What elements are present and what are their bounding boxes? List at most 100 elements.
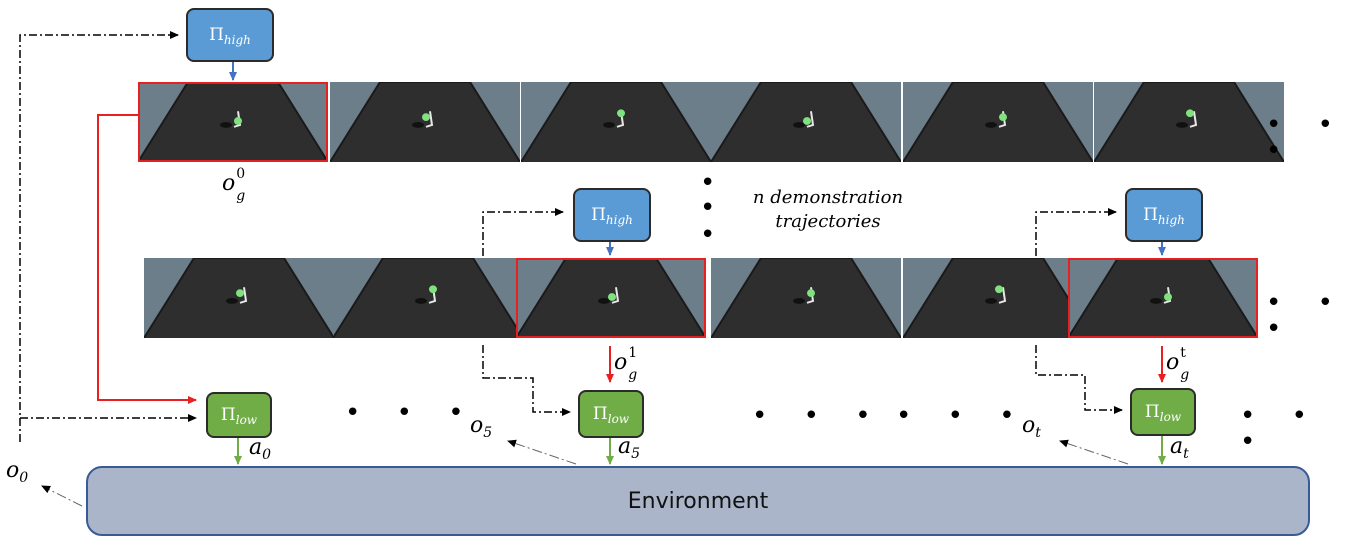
pi-symbol: Π bbox=[592, 404, 608, 424]
label-base: o bbox=[1166, 350, 1180, 375]
environment-label: Environment bbox=[627, 488, 769, 514]
obs-label-t: ot bbox=[1022, 413, 1041, 441]
vertical-dot-1: • bbox=[700, 168, 730, 198]
target-ball bbox=[1186, 109, 1194, 118]
target-ball bbox=[617, 109, 625, 118]
sim-frame bbox=[516, 258, 706, 338]
robot-arm bbox=[611, 287, 620, 304]
label-base: o bbox=[1022, 413, 1036, 438]
arm-shadow bbox=[985, 298, 997, 304]
frame-floor bbox=[138, 82, 328, 162]
arm-shadow bbox=[598, 298, 610, 304]
pi-symbol: Π bbox=[1144, 402, 1160, 422]
robot-arm bbox=[998, 287, 1007, 304]
frame-floor-edge bbox=[144, 258, 334, 338]
goal-arrow-0 bbox=[97, 114, 197, 404]
action-label-0: a0 bbox=[249, 437, 271, 463]
sim-frame bbox=[1068, 258, 1258, 338]
ellipsis-bottom-row: • • • bbox=[1266, 288, 1347, 344]
frame-floor-edge bbox=[711, 82, 901, 162]
label-sub: g bbox=[1180, 367, 1190, 383]
target-ball bbox=[429, 285, 437, 294]
label-base: o bbox=[470, 413, 484, 438]
pi-symbol: Π bbox=[1143, 205, 1158, 225]
label-sup: t bbox=[1180, 345, 1186, 361]
robot-arm bbox=[239, 287, 248, 304]
frame-floor-edge bbox=[903, 82, 1093, 162]
demo-caption-line1: n demonstration bbox=[752, 187, 904, 208]
ellipsis-low-3: • • • bbox=[896, 401, 1029, 431]
goal-frame-highlight bbox=[516, 258, 706, 338]
frame-floor-edge bbox=[711, 258, 901, 338]
arm-shadow bbox=[985, 122, 997, 128]
frame-floor-edge bbox=[1094, 82, 1284, 162]
sim-frame bbox=[333, 258, 523, 338]
goal-frame-highlight bbox=[138, 82, 328, 162]
ellipsis-low-4: • • • bbox=[1240, 401, 1321, 457]
target-ball bbox=[422, 113, 430, 122]
vertical-dot-2: • bbox=[700, 193, 730, 223]
arm-shadow bbox=[415, 298, 427, 304]
robot-arm bbox=[233, 111, 242, 128]
arm-shadow bbox=[220, 122, 232, 128]
env-observation-arrows bbox=[41, 439, 1129, 507]
policy-subscript: low bbox=[607, 412, 630, 426]
pi-symbol: Π bbox=[209, 25, 224, 45]
label-base: a bbox=[618, 434, 632, 459]
label-base: a bbox=[1170, 434, 1184, 459]
arm-shadow bbox=[603, 122, 615, 128]
o0-connector bbox=[19, 31, 197, 442]
target-ball bbox=[807, 289, 815, 298]
vertical-dot-3: • bbox=[700, 220, 730, 250]
sim-frame bbox=[711, 82, 901, 162]
frame-floor bbox=[903, 82, 1093, 162]
robot-arm bbox=[1189, 111, 1198, 128]
frame-floor-edge bbox=[138, 82, 328, 162]
frame-floor bbox=[330, 82, 520, 162]
pi-symbol: Π bbox=[591, 205, 606, 225]
policy-subscript: high bbox=[223, 33, 251, 47]
robot-arm bbox=[1163, 287, 1172, 304]
policy-subscript: low bbox=[235, 413, 258, 427]
frame-floor-edge bbox=[516, 258, 706, 338]
label-sub: t bbox=[1035, 425, 1041, 441]
obs-label-0: o0 bbox=[6, 458, 28, 486]
target-ball bbox=[803, 117, 811, 125]
label-sup: 1 bbox=[628, 345, 638, 361]
policy-subscript: high bbox=[605, 213, 633, 227]
sim-frame bbox=[521, 82, 711, 162]
label-sub: g bbox=[236, 188, 246, 204]
target-ball bbox=[234, 117, 242, 125]
arm-shadow bbox=[412, 122, 424, 128]
frame-floor bbox=[1068, 258, 1258, 338]
label-base: o bbox=[6, 458, 20, 483]
frame-floor-edge bbox=[333, 258, 523, 338]
robot-arm bbox=[806, 111, 815, 128]
target-ball bbox=[995, 285, 1003, 294]
target-ball bbox=[999, 113, 1007, 122]
ot-connector bbox=[1035, 208, 1123, 414]
label-base: o bbox=[614, 350, 628, 375]
label-base: o bbox=[222, 171, 236, 196]
sim-frame bbox=[903, 82, 1093, 162]
ellipsis-top-row: • • • bbox=[1266, 110, 1347, 166]
sim-frame bbox=[1094, 82, 1284, 162]
target-ball bbox=[1164, 293, 1172, 301]
frame-floor bbox=[333, 258, 523, 338]
arm-shadow bbox=[226, 298, 238, 304]
frame-floor-edge bbox=[1068, 258, 1258, 338]
label-sub: 5 bbox=[483, 425, 493, 441]
action-label-t: at bbox=[1170, 434, 1189, 462]
sim-frame bbox=[144, 258, 334, 338]
sim-frame bbox=[138, 82, 328, 162]
